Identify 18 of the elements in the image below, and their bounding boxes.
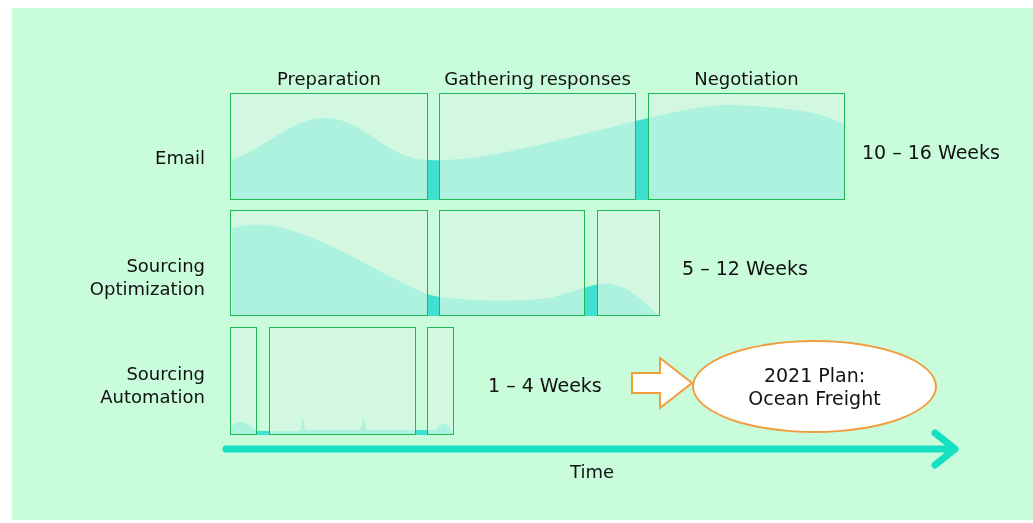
row-label: Sourcing Automation — [99, 362, 205, 408]
row-label: Email — [155, 146, 205, 169]
phase-box — [269, 327, 416, 435]
duration-text: 1 – 4 Weeks — [488, 374, 602, 397]
axis-label: Time — [570, 460, 615, 483]
duration-text: 10 – 16 Weeks — [862, 141, 1000, 164]
phase-box — [427, 327, 454, 435]
plan-text: 2021 Plan: Ocean Freight — [747, 363, 882, 410]
column-heading: Preparation — [276, 67, 382, 90]
duration-text: 5 – 12 Weeks — [682, 257, 808, 280]
phase-box — [597, 210, 660, 316]
block-arrow — [631, 355, 694, 411]
phase-box — [439, 210, 585, 316]
phase-box — [230, 210, 428, 316]
phase-box — [230, 327, 257, 435]
row-label: Sourcing Optimization — [88, 254, 205, 300]
column-heading: Gathering responses — [443, 67, 632, 90]
column-heading: Negotiation — [693, 67, 800, 90]
